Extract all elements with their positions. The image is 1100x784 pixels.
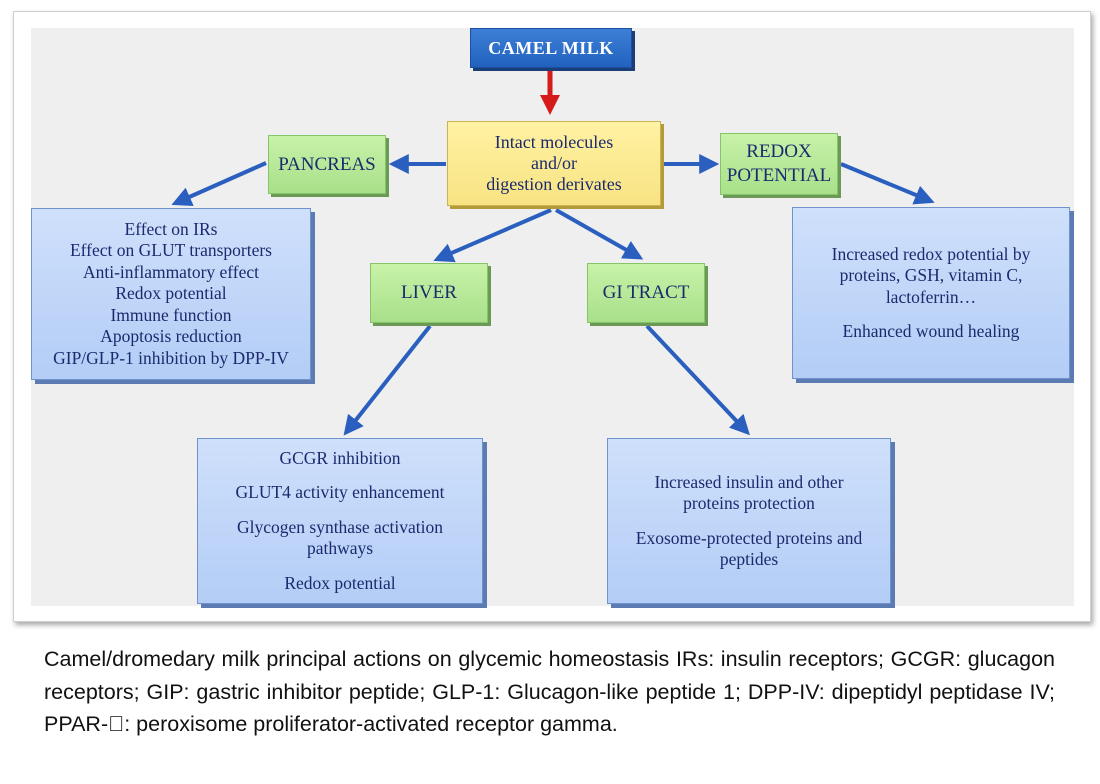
gi-tract-effect-item: proteins protection	[683, 493, 815, 513]
redox-effect-item: Increased redox potential by	[831, 243, 1031, 264]
figure-caption: Camel/dromedary milk principal actions o…	[44, 647, 1055, 736]
gi-tract-label: GI TRACT	[602, 282, 690, 303]
liver-effects-box: GCGR inhibition GLUT4 activity enhanceme…	[197, 438, 483, 604]
pancreas-label: PANCREAS	[278, 153, 376, 175]
arrow-center-to-liver	[433, 208, 552, 263]
pancreas-effect-item: Anti-inflammatory effect	[82, 261, 260, 282]
arrow-liver-to-effects	[343, 324, 432, 436]
center-line-1: Intact molecules	[494, 132, 614, 152]
redox-effect-item: proteins, GSH, vitamin C,	[839, 265, 1023, 285]
redox-label-line-2: POTENTIAL	[726, 165, 832, 186]
redox-label-line-1: REDOX	[746, 141, 812, 162]
camel-milk-label: CAMEL MILK	[488, 37, 614, 58]
redox-potential-box: REDOX POTENTIAL	[720, 133, 838, 195]
pancreas-effect-item: Effect on IRs	[124, 218, 218, 239]
liver-box: LIVER	[370, 263, 488, 323]
pancreas-effect-item: Immune function	[110, 304, 232, 325]
liver-effect-item: GCGR inhibition	[279, 447, 401, 468]
liver-effect-item: pathways	[306, 538, 374, 559]
redox-effect-item: lactoferrin…	[885, 286, 977, 307]
arrow-gi-tract-to-effects	[645, 324, 750, 436]
pancreas-effect-item: Apoptosis reduction	[100, 326, 242, 347]
pancreas-effects-box: Effect on IRs Effect on GLUT transporter…	[31, 208, 311, 380]
intact-molecules-box: Intact molecules and/or digestion deriva…	[447, 121, 661, 206]
camel-milk-box: CAMEL MILK	[470, 28, 632, 68]
pancreas-effect-item: Effect on GLUT transporters	[69, 240, 272, 261]
gi-tract-effect-item: Increased insulin and other	[654, 471, 844, 492]
arrow-pancreas-to-effects	[171, 161, 267, 206]
gi-tract-effect-item: peptides	[719, 549, 779, 569]
liver-label: LIVER	[401, 282, 457, 303]
pancreas-effect-item: Redox potential	[115, 283, 227, 304]
gi-tract-box: GI TRACT	[587, 263, 705, 323]
gi-tract-effect-item: Exosome-protected proteins and	[635, 527, 863, 548]
liver-effect-item: Redox potential	[284, 572, 396, 593]
gi-tract-effects-box: Increased insulin and other proteins pro…	[607, 438, 891, 604]
center-line-2: and/or	[531, 153, 577, 173]
pancreas-box: PANCREAS	[268, 135, 386, 194]
arrow-center-to-gi-tract	[555, 208, 644, 260]
liver-effect-item: Glycogen synthase activation	[236, 516, 444, 537]
center-line-3: digestion derivates	[486, 174, 622, 194]
arrow-redox-to-effects	[840, 162, 935, 205]
liver-effect-item: GLUT4 activity enhancement	[235, 482, 445, 503]
redox-effects-box: Increased redox potential by proteins, G…	[792, 207, 1070, 379]
redox-effect-item: Enhanced wound healing	[842, 321, 1020, 341]
pancreas-effect-item: GIP/GLP-1 inhibition by DPP-IV	[53, 347, 289, 368]
